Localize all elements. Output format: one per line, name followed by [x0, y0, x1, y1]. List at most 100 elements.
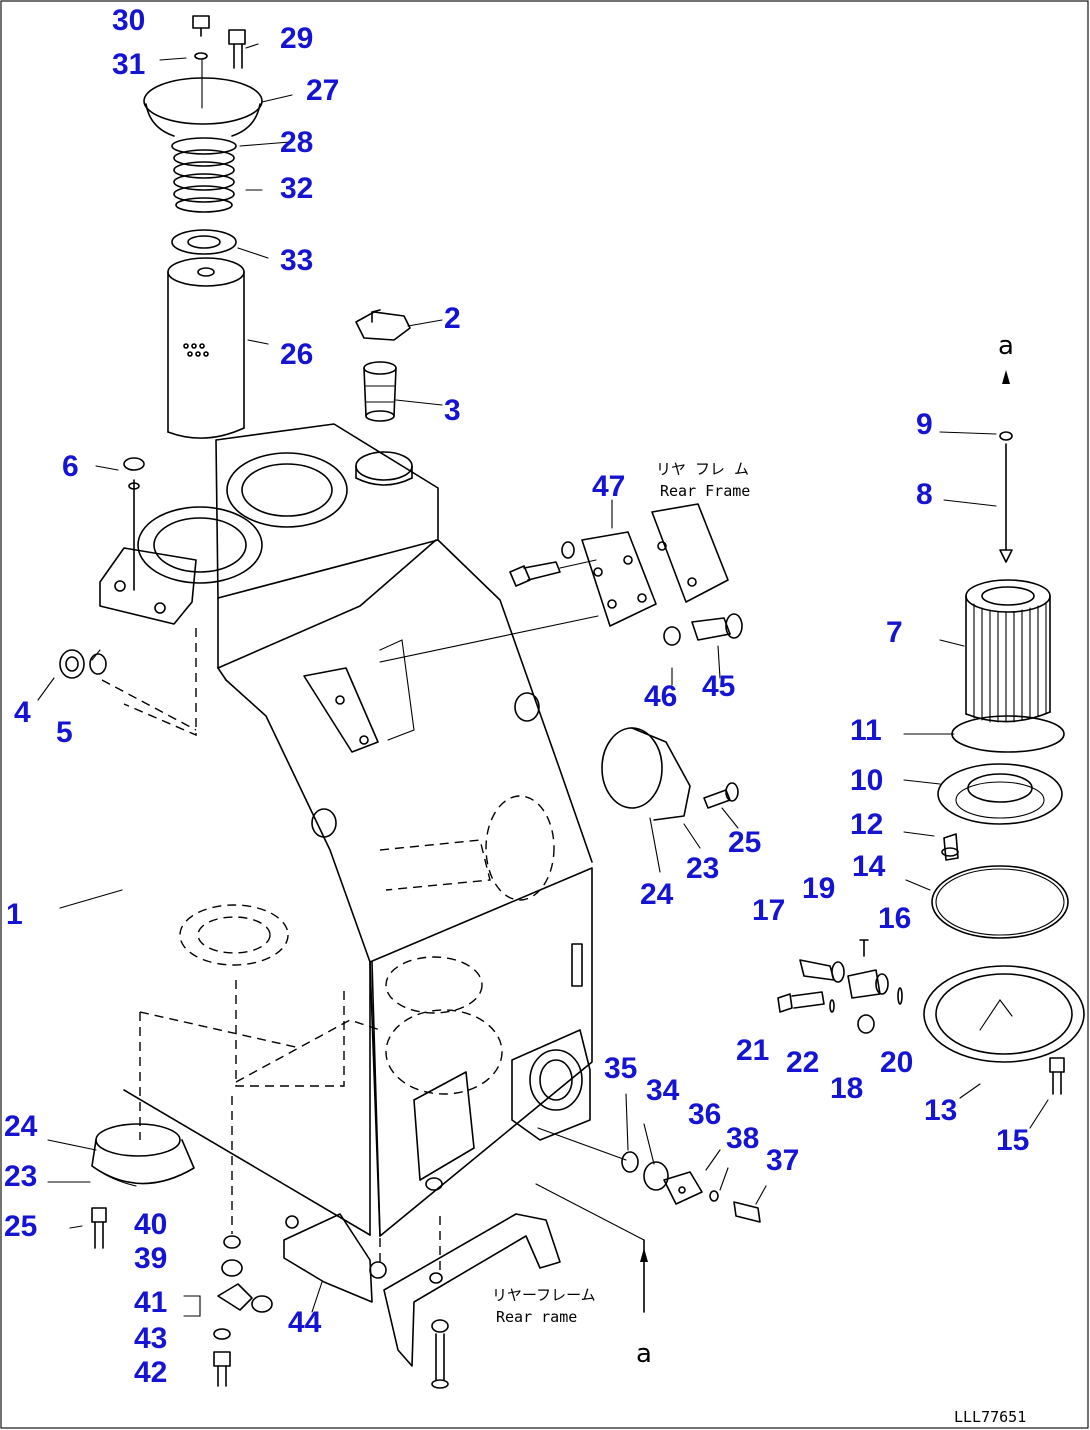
- bracket-47: [581, 531, 657, 627]
- plug-4-5: [59, 649, 107, 679]
- washer-38: [709, 1190, 719, 1202]
- callout-20: 20: [880, 1046, 913, 1079]
- callout-42: 42: [134, 1356, 167, 1389]
- drain-parts-34-38: [537, 1093, 767, 1223]
- washer-22: [829, 999, 835, 1013]
- callout-17: 17: [752, 894, 785, 927]
- callout-40: 40: [134, 1208, 167, 1241]
- callout-46: 46: [644, 680, 677, 713]
- callout-39: 39: [134, 1242, 167, 1275]
- bolt-30: [192, 15, 210, 29]
- gasket-14: [931, 865, 1069, 939]
- callout-43: 43: [134, 1322, 167, 1355]
- callout-9: 9: [916, 408, 933, 441]
- callout-34: 34: [646, 1074, 680, 1107]
- rear-frame-label-jp-bottom: リヤーフレーム: [492, 1286, 596, 1304]
- cock-41: [217, 1283, 253, 1311]
- callout-18: 18: [830, 1072, 863, 1105]
- ring-23-24-upper: [601, 727, 739, 821]
- nut-9: [999, 431, 1013, 441]
- callout-21: 21: [736, 1034, 769, 1067]
- washer-31: [194, 52, 208, 60]
- callout-16: 16: [878, 902, 911, 935]
- washer-43: [213, 1328, 231, 1340]
- cap-2: [355, 311, 411, 341]
- plug-6: [123, 457, 145, 591]
- washer-20: [897, 987, 903, 1005]
- callout-1: 1: [6, 898, 23, 931]
- inspection-plate: [303, 667, 379, 753]
- callout-14: 14: [852, 850, 886, 883]
- callout-32: 32: [280, 172, 313, 205]
- element-7: [965, 579, 1051, 613]
- callout-44: 44: [288, 1306, 322, 1339]
- side-flange: [511, 1029, 591, 1141]
- inner-bracket: [413, 1071, 475, 1181]
- callout-23-lower: 23: [4, 1160, 37, 1193]
- fitting-17: [799, 959, 835, 981]
- callout-22: 22: [786, 1046, 819, 1079]
- o-ring-5: [89, 653, 107, 675]
- filter-port-left: [137, 506, 263, 584]
- callout-2: 2: [444, 302, 461, 335]
- drawing-code: LLL77651: [954, 1408, 1026, 1426]
- callout-8: 8: [916, 478, 933, 511]
- strainer-3: [363, 361, 397, 375]
- flange-36: [663, 1171, 703, 1205]
- washer-39: [221, 1259, 243, 1277]
- nut-18: [857, 1014, 875, 1034]
- callout-10: 10: [850, 764, 883, 797]
- bolt-12: [943, 833, 959, 861]
- callout-15: 15: [996, 1124, 1029, 1157]
- callout-38: 38: [726, 1122, 759, 1155]
- mount-bracket: [99, 547, 197, 625]
- callout-6: 6: [62, 450, 79, 483]
- plug-4: [59, 649, 85, 679]
- valve-33: [171, 229, 237, 255]
- bolt-15: [1049, 1057, 1065, 1073]
- callout-37: 37: [766, 1144, 799, 1177]
- callout-12: 12: [850, 808, 883, 841]
- plug-40: [223, 1235, 241, 1249]
- cover-13: [923, 965, 1085, 1063]
- bolt-37: [733, 1201, 761, 1223]
- lifting-lug-right: [514, 692, 540, 722]
- callout-5: 5: [56, 716, 73, 749]
- callout-47: 47: [592, 470, 625, 503]
- reference-arrows: [535, 370, 1010, 1313]
- flange-hidden: [179, 904, 289, 966]
- callout-25-upper: 25: [728, 826, 761, 859]
- fittings-16-22: [777, 939, 903, 1034]
- bolt-21: [777, 993, 793, 1013]
- callout-13: 13: [924, 1094, 957, 1127]
- leader-lines: [37, 43, 1049, 1313]
- callout-numbers: 30 31 29 27 28 32 33 2 26 3 6 47 4 5 46 …: [4, 4, 1029, 1389]
- filter-element-26: [167, 257, 245, 287]
- bolt-42: [213, 1351, 231, 1367]
- plug-35: [621, 1151, 639, 1173]
- lifting-lug-left: [311, 808, 337, 838]
- callout-31: 31: [112, 48, 145, 81]
- callout-27: 27: [306, 74, 339, 107]
- filter-cap-assembly: [143, 15, 263, 439]
- callout-19: 19: [802, 872, 835, 905]
- callout-11: 11: [850, 714, 882, 747]
- nut-46: [663, 626, 681, 646]
- rear-frame-label-en-bottom: Rear rame: [496, 1308, 577, 1326]
- callout-24-upper: 24: [640, 878, 674, 911]
- filter-right-assembly: [923, 431, 1085, 1095]
- callout-24-lower: 24: [4, 1110, 38, 1143]
- callout-41: 41: [134, 1286, 167, 1319]
- plug-34: [643, 1161, 669, 1191]
- rear-frame-bracket-lower: [383, 1213, 561, 1389]
- cover-27: [143, 77, 263, 125]
- reference-a-top: a: [998, 331, 1014, 361]
- filter-port-right: [226, 452, 348, 528]
- annotations: リヤ フレ ム Rear Frame リヤーフレーム Rear rame a a…: [492, 331, 1026, 1426]
- sight-gauge: [571, 943, 583, 987]
- callout-28: 28: [280, 126, 313, 159]
- callout-25-lower: 25: [4, 1210, 37, 1243]
